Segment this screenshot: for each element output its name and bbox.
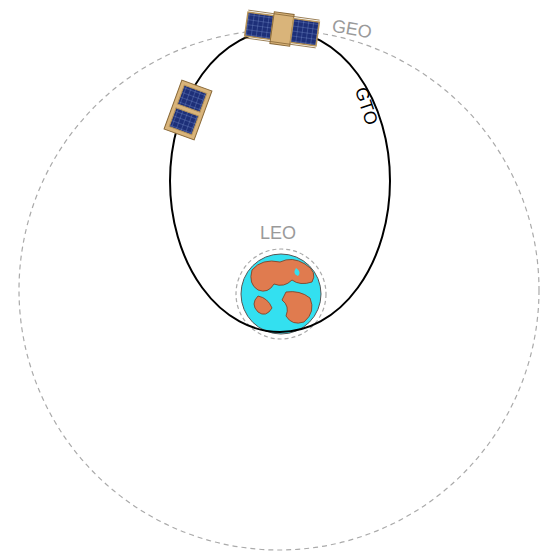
geo-orbit	[19, 30, 539, 550]
satellite	[244, 8, 320, 50]
earth	[241, 254, 321, 334]
gto-orbit	[170, 30, 390, 332]
orbit-label: GEO	[331, 17, 374, 42]
orbit-label: GTO	[351, 85, 380, 127]
satellite	[164, 80, 212, 140]
orbit-label: LEO	[260, 224, 296, 242]
